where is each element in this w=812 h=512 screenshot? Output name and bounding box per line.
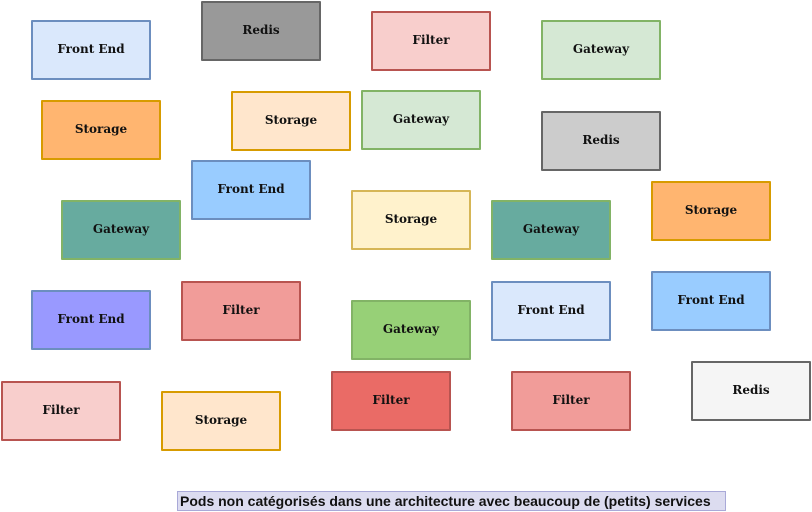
pod-label: Front End	[57, 42, 125, 56]
pod-label: Storage	[194, 413, 248, 427]
pod-gateway[interactable]: Gateway	[351, 300, 471, 360]
pod-storage[interactable]: Storage	[231, 91, 351, 151]
pod-storage[interactable]: Storage	[651, 181, 771, 241]
pod-front-end[interactable]: Front End	[651, 271, 771, 331]
pod-filter[interactable]: Filter	[371, 11, 491, 71]
pod-front-end[interactable]: Front End	[31, 20, 151, 80]
pod-gateway[interactable]: Gateway	[491, 200, 611, 260]
pod-label: Storage	[74, 122, 128, 136]
pod-redis[interactable]: Redis	[691, 361, 811, 421]
pod-storage[interactable]: Storage	[161, 391, 281, 451]
pod-front-end[interactable]: Front End	[491, 281, 611, 341]
pod-storage[interactable]: Storage	[41, 100, 161, 160]
pod-storage[interactable]: Storage	[351, 190, 471, 250]
pod-label: Gateway	[392, 112, 450, 126]
pod-label: Filter	[42, 403, 80, 417]
pod-redis[interactable]: Redis	[541, 111, 661, 171]
pod-front-end[interactable]: Front End	[31, 290, 151, 350]
pod-label: Front End	[217, 182, 285, 196]
pod-label: Gateway	[382, 322, 440, 336]
pod-redis[interactable]: Redis	[201, 1, 321, 61]
pod-front-end[interactable]: Front End	[191, 160, 311, 220]
pod-filter[interactable]: Filter	[511, 371, 631, 431]
pod-label: Redis	[242, 23, 280, 37]
pod-label: Filter	[372, 393, 410, 407]
pod-label: Front End	[57, 312, 125, 326]
pod-filter[interactable]: Filter	[1, 381, 121, 441]
pod-label: Storage	[684, 203, 738, 217]
pod-label: Filter	[412, 33, 450, 47]
pod-gateway[interactable]: Gateway	[61, 200, 181, 260]
pod-label: Gateway	[92, 222, 150, 236]
pod-filter[interactable]: Filter	[331, 371, 451, 431]
pod-gateway[interactable]: Gateway	[541, 20, 661, 80]
pod-label: Filter	[552, 393, 590, 407]
pod-label: Storage	[264, 113, 318, 127]
pod-label: Storage	[384, 212, 438, 226]
pod-label: Redis	[582, 133, 620, 147]
pod-label: Front End	[517, 303, 585, 317]
pod-label: Redis	[732, 383, 770, 397]
pod-gateway[interactable]: Gateway	[361, 90, 481, 150]
pod-label: Filter	[222, 303, 260, 317]
pod-filter[interactable]: Filter	[181, 281, 301, 341]
pod-label: Gateway	[522, 222, 580, 236]
diagram-caption: Pods non catégorisés dans une architectu…	[177, 491, 726, 511]
pod-label: Gateway	[572, 42, 630, 56]
pod-label: Front End	[677, 293, 745, 307]
